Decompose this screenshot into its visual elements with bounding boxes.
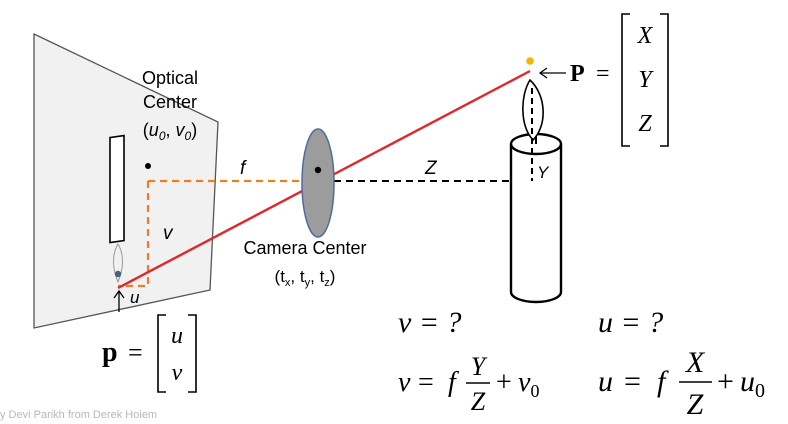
optical-center-coords: (u0, v0) <box>143 120 197 143</box>
world-vector-right-bracket <box>660 13 669 147</box>
camera-center-dot <box>314 166 322 174</box>
u-formula-eq: = <box>624 365 641 398</box>
v-formula-denominator: Z <box>471 387 486 416</box>
u-formula-denominator: Z <box>687 388 704 421</box>
world-point-dot <box>526 57 534 65</box>
world-point-arrowhead <box>538 67 548 79</box>
world-vector-z: Z <box>638 111 652 137</box>
v-question: v = ? <box>398 306 462 339</box>
credit-text: y Devi Parikh from Derek Hoiem <box>0 409 157 421</box>
optical-center-label-1: Optical <box>142 68 198 88</box>
v-formula-numerator: Y <box>471 352 488 381</box>
u-formula-f: f <box>657 365 669 398</box>
image-vector-right-bracket <box>188 314 197 393</box>
world-vector-x: X <box>637 23 654 49</box>
u-question: u = ? <box>598 306 663 339</box>
world-point-symbol: P <box>570 61 585 87</box>
depth-label: Z <box>424 158 438 179</box>
image-vector-u: u <box>171 323 183 349</box>
v-offset-dash <box>118 181 150 288</box>
optical-center-dot <box>145 163 151 169</box>
u-offset-label: u <box>130 288 140 307</box>
camera-center-label: Camera Center <box>243 238 366 258</box>
v-formula-eq: = <box>418 367 434 398</box>
world-point-equals: = <box>596 61 610 87</box>
camera-lens <box>301 128 335 238</box>
world-vector-left-bracket <box>621 13 630 147</box>
image-point-equals: = <box>128 338 143 367</box>
image-plane <box>33 32 219 329</box>
optical-center-label-2: Center <box>143 92 197 112</box>
u-formula-u0: u0 <box>740 365 765 402</box>
v-formula-f: f <box>448 367 459 398</box>
image-point-dot <box>114 270 122 278</box>
u-formula-numerator: X <box>685 346 706 379</box>
u-formula-lhs: u <box>598 365 613 398</box>
image-point-arrowhead <box>113 289 125 299</box>
v-formula-plus: + <box>496 367 512 398</box>
image-point-symbol: p <box>102 337 118 368</box>
image-vector-left-bracket <box>157 314 166 393</box>
u-formula-plus: + <box>717 365 734 398</box>
height-label: Y <box>537 163 550 182</box>
world-vector-y: Y <box>638 67 654 93</box>
camera-center-coords: (tx, ty, tz) <box>275 267 336 289</box>
v-formula-lhs: v <box>398 367 411 398</box>
inverted-flame <box>113 243 123 284</box>
image-vector-v: v <box>172 360 183 386</box>
inverted-candle <box>109 134 125 244</box>
candle-body <box>509 144 563 304</box>
focal-length-label: f <box>240 158 247 179</box>
v-formula-v0: v0 <box>518 367 539 401</box>
v-offset-label: v <box>163 223 174 244</box>
